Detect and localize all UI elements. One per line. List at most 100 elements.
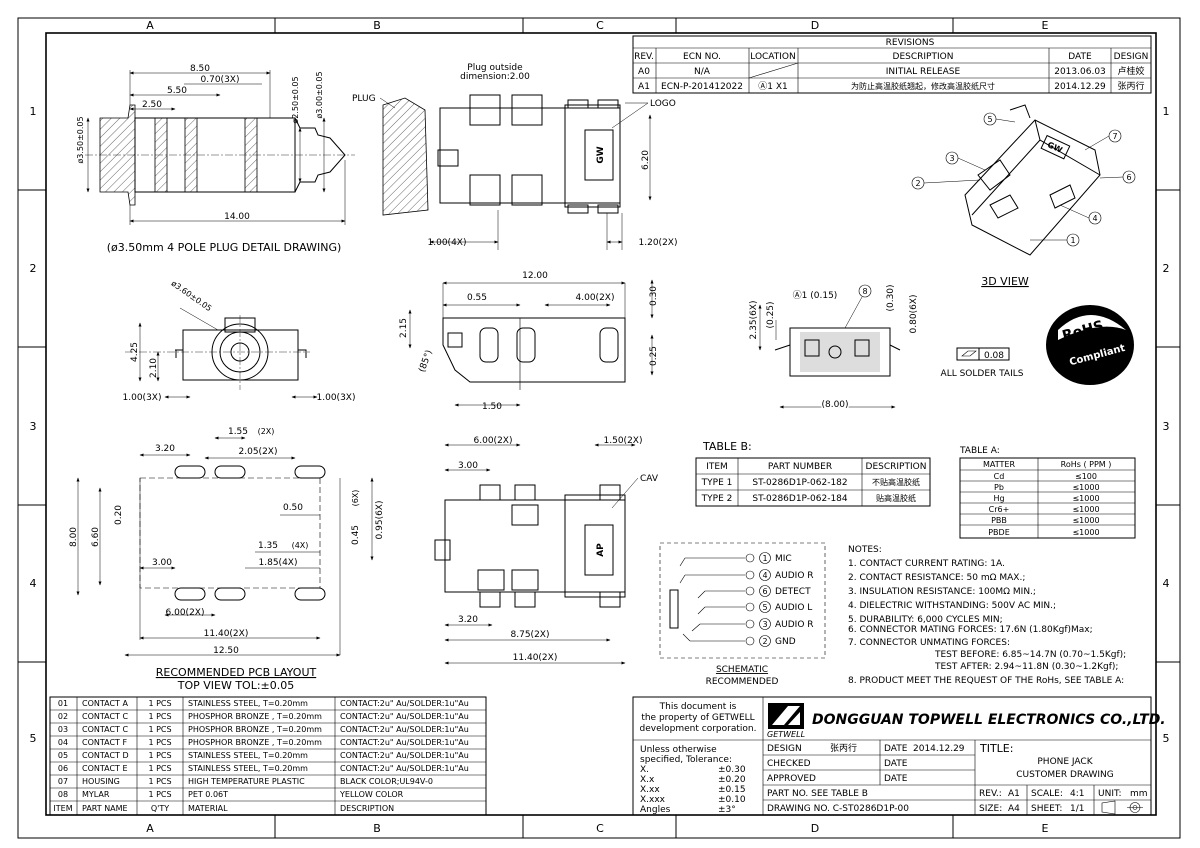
rev-cell: 张丙行 (1117, 80, 1144, 92)
rev-cell: 卢桂姣 (1117, 65, 1144, 77)
grid-col-bottom: B (373, 822, 381, 835)
pcb-dim: 0.20 (114, 505, 124, 525)
bom-cell: PET 0.06T (188, 790, 228, 799)
jack-bottom-view: AP CAV 6.00(2X) 1.50(2X) 3.00 3.20 8.75(… (434, 436, 659, 665)
tolerance-key: Angles (640, 805, 671, 815)
rev-cell: A0 (638, 67, 650, 77)
pcb-dim: 8.00 (69, 527, 79, 547)
rev-header: DESIGN (1114, 52, 1149, 62)
bottom-dim: 3.00 (458, 461, 478, 471)
tolerance-val: ±0.30 (718, 765, 746, 775)
end-dim: Ⓐ1 (0.15) (793, 290, 838, 301)
callout-3: 3 (949, 154, 954, 163)
rev-header: REV. (634, 52, 654, 62)
bom-cell: HIGH TEMPERATURE PLASTIC (188, 777, 305, 786)
pin-number: 5 (762, 603, 767, 612)
rev-cell: 2014.12.29 (1054, 82, 1106, 92)
pcb-dim: 12.50 (213, 646, 239, 656)
table-a-cell: ≤1000 (1072, 528, 1099, 537)
side2-dim: 2.15 (399, 318, 409, 338)
table-a-cell: ≤1000 (1072, 494, 1099, 503)
bottom-dim: 8.75(2X) (511, 630, 550, 640)
title-label: TITLE: (979, 742, 1013, 755)
bom-cell: 1 PCS (148, 790, 171, 799)
bom-cell: CONTACT:2u" Au/SOLDER:1u"Au (340, 699, 469, 708)
grid-row-right: 4 (1163, 577, 1170, 590)
side2-dim: 4.00(2X) (576, 293, 615, 303)
callout-7: 7 (1112, 132, 1117, 141)
bom-cell: 1 PCS (148, 699, 171, 708)
grid-row-right: 3 (1163, 420, 1170, 433)
pcb-caption-2: TOP VIEW TOL:±0.05 (177, 679, 295, 692)
jack-side-view: PLUG Plug outside dimension:2.00 GW LOGO… (352, 63, 677, 250)
end-dim: (0.25) (766, 301, 776, 328)
bottom-dim: 11.40(2X) (513, 653, 558, 663)
plug-caption: (ø3.50mm 4 POLE PLUG DETAIL DRAWING) (107, 241, 342, 254)
tolerance-key: X.x (640, 775, 655, 785)
rev-header: ECN NO. (683, 52, 721, 62)
side2-dim: 0.55 (467, 293, 487, 303)
pcb-layout: 1.55 (2X) 3.20 2.05(2X) 8.00 6.60 0.20 0… (69, 427, 385, 692)
bill-of-materials: ITEM PART NAME Q'TY MATERIAL DESCRIPTION (49, 696, 487, 816)
bom-cell: STAINLESS STEEL, T=0.20mm (188, 699, 308, 708)
bom-cell: CONTACT C (82, 712, 128, 721)
table-a-header: RoHs ( PPM ) (1061, 460, 1112, 469)
bom-cell: BLACK COLOR;UL94V-0 (340, 777, 433, 786)
3d-callouts: 5 7 3 6 2 4 1 (911, 112, 1136, 247)
schematic-caption-2: RECOMMENDED (706, 677, 779, 687)
grid-row-right: 1 (1163, 105, 1170, 118)
bom-header: PART NAME (82, 804, 128, 813)
pcb-caption-1: RECOMMENDED PCB LAYOUT (156, 666, 317, 679)
pcb-dim: (6X) (351, 490, 360, 507)
table-b: TABLE B: ITEM PART NUMBER DESCRIPTION TY… (695, 440, 931, 507)
note-line: 4. DIELECTRIC WITHSTANDING: 500V AC MIN.… (848, 601, 1056, 611)
grid-col-top: B (373, 19, 381, 32)
pin-number: 3 (762, 620, 767, 629)
bom-cell: CONTACT:2u" Au/SOLDER:1u"Au (340, 712, 469, 721)
property-line: the property of GETWELL (641, 713, 754, 723)
approved-label: APPROVED (767, 774, 816, 784)
company-name: DONGGUAN TOPWELL ELECTRONICS CO.,LTD. (812, 712, 1166, 728)
table-b-cell: TYPE 1 (701, 478, 733, 488)
plug-dim: ø3.50±0.05 (76, 116, 85, 163)
note-line: 2. CONTACT RESISTANCE: 50 mΩ MAX.; (848, 573, 1025, 583)
pin-name: AUDIO R (775, 620, 814, 630)
grid-col-bottom: A (146, 822, 154, 835)
table-a-cell: PBB (991, 516, 1007, 525)
plug-dim: 5.50 (167, 86, 187, 96)
table-b-cell: 贴高温胶纸 (876, 493, 916, 503)
revisions-title: REVISIONS (886, 38, 935, 48)
rev-header: DATE (1068, 52, 1092, 62)
bom-cell: CONTACT A (82, 699, 128, 708)
date-label: DATE (884, 759, 908, 769)
pin-name: AUDIO R (775, 571, 814, 581)
bom-cell: 1 PCS (148, 751, 171, 760)
pin-number: 2 (762, 637, 767, 646)
table-b-header: ITEM (706, 462, 728, 472)
bom-cell: PHOSPHOR BRONZE , T=0.20mm (188, 725, 322, 734)
grid-col-bottom: E (1042, 822, 1049, 835)
callout-1: 1 (1070, 236, 1075, 245)
pin-name: MIC (775, 554, 792, 564)
table-a-cell: ≤1000 (1072, 483, 1099, 492)
tolerance-key: X.xxx (640, 795, 666, 805)
bottom-logo-text: AP (596, 543, 606, 557)
callout-6: 6 (1126, 173, 1131, 182)
front-dim: 1.00(3X) (123, 393, 162, 403)
bom-cell: HOUSING (82, 777, 120, 786)
property-line: This document is (659, 702, 737, 712)
bom-cell: 05 (58, 751, 68, 760)
sheet-value: 1/1 (1070, 804, 1084, 814)
cav-label: CAV (640, 474, 659, 484)
design-label: DESIGN (767, 744, 802, 754)
bom-cell: STAINLESS STEEL, T=0.20mm (188, 764, 308, 773)
table-a-cell: ≤1000 (1072, 505, 1099, 514)
pcb-dim: (2X) (258, 427, 275, 436)
end-dim: (0.30) (886, 284, 896, 311)
pcb-dim: 6.60 (91, 527, 101, 547)
end-dim: 2.35(6X) (749, 301, 759, 340)
scale-value: 4:1 (1070, 789, 1084, 799)
side2-dim: 0.25 (649, 346, 659, 366)
scale-label: SCALE: (1031, 789, 1063, 799)
title-line-2: CUSTOMER DRAWING (1016, 770, 1114, 780)
